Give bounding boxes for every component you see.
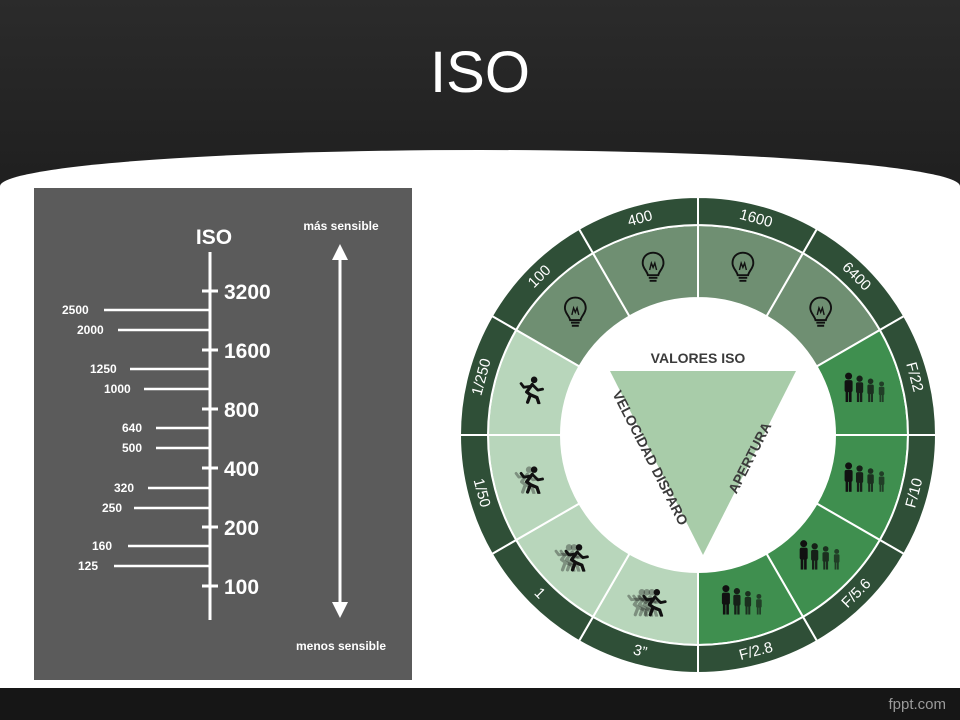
brand-label: fppt.com bbox=[888, 696, 946, 713]
major-tick-1600: 1600 bbox=[202, 340, 271, 363]
svg-text:500: 500 bbox=[122, 441, 142, 455]
sensitivity-arrow bbox=[332, 244, 348, 618]
major-tick-100: 100 bbox=[202, 576, 259, 599]
svg-text:3200: 3200 bbox=[224, 281, 271, 304]
svg-text:160: 160 bbox=[92, 539, 112, 553]
svg-text:125: 125 bbox=[78, 559, 98, 573]
svg-text:800: 800 bbox=[224, 399, 259, 422]
minor-tick-2500: 2500 bbox=[62, 303, 210, 317]
minor-tick-1000: 1000 bbox=[104, 382, 210, 396]
minor-tick-640: 640 bbox=[122, 421, 210, 435]
iso-scale-heading: ISO bbox=[196, 226, 232, 249]
svg-text:100: 100 bbox=[224, 576, 259, 599]
minor-tick-250: 250 bbox=[102, 501, 210, 515]
slide-title: ISO bbox=[430, 40, 530, 105]
minor-tick-1250: 1250 bbox=[90, 362, 210, 376]
iso-scale-graphic: ISO más sensible menos sensible 3200 160… bbox=[62, 219, 386, 653]
wheel-value-label: 400 bbox=[626, 207, 655, 230]
svg-text:1600: 1600 bbox=[224, 340, 271, 363]
svg-text:250: 250 bbox=[102, 501, 122, 515]
minor-tick-2000: 2000 bbox=[77, 323, 210, 337]
minor-tick-500: 500 bbox=[122, 441, 210, 455]
minor-tick-160: 160 bbox=[92, 539, 210, 553]
center-triangle bbox=[561, 298, 835, 572]
major-tick-200: 200 bbox=[202, 517, 259, 540]
wheel-value-label: 3” bbox=[631, 641, 648, 661]
wheel-ring-segment bbox=[458, 314, 518, 436]
less-sensitive-label: menos sensible bbox=[296, 639, 386, 653]
svg-text:200: 200 bbox=[224, 517, 259, 540]
wheel-value-label: 1/50 bbox=[470, 477, 494, 510]
major-tick-3200: 3200 bbox=[202, 281, 271, 304]
minor-tick-125: 125 bbox=[78, 559, 210, 573]
more-sensitive-label: más sensible bbox=[303, 219, 379, 233]
svg-text:2000: 2000 bbox=[77, 323, 104, 337]
svg-text:1250: 1250 bbox=[90, 362, 117, 376]
svg-text:640: 640 bbox=[122, 421, 142, 435]
major-tick-400: 400 bbox=[202, 458, 259, 481]
svg-text:2500: 2500 bbox=[62, 303, 89, 317]
center-label-iso: VALORES ISO bbox=[651, 350, 746, 366]
slide-footer bbox=[0, 688, 960, 720]
iso-scale-panel: ISO más sensible menos sensible 3200 160… bbox=[34, 188, 412, 680]
minor-tick-320: 320 bbox=[114, 481, 210, 495]
svg-text:320: 320 bbox=[114, 481, 134, 495]
major-tick-800: 800 bbox=[202, 399, 259, 422]
svg-text:1000: 1000 bbox=[104, 382, 131, 396]
svg-text:400: 400 bbox=[224, 458, 259, 481]
